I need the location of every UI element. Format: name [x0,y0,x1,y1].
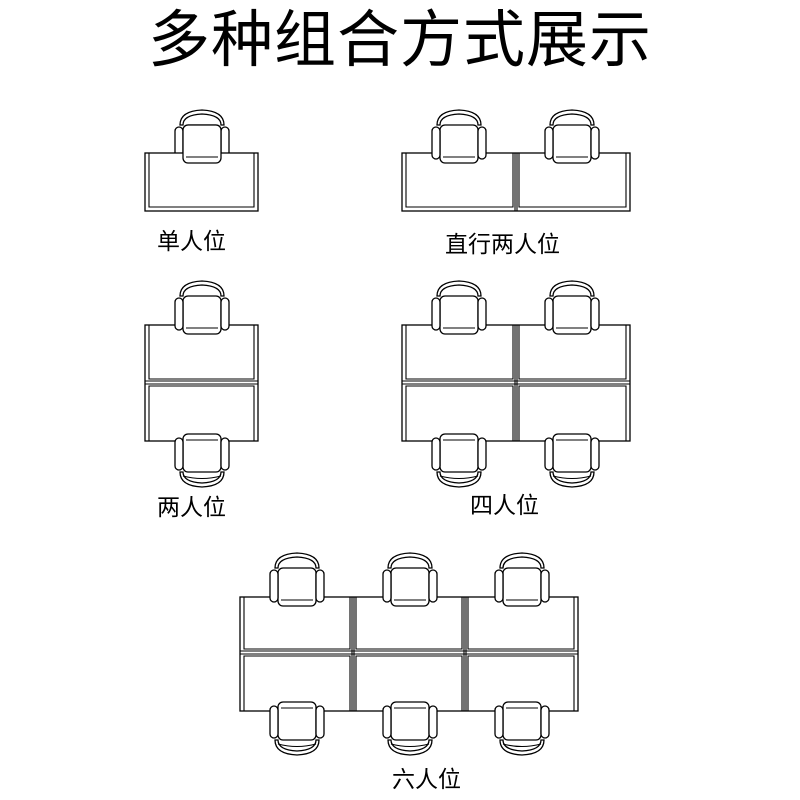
chair [431,109,487,164]
chair [174,280,230,335]
label-single: 单人位 [157,229,226,255]
page-title: 多种组合方式展示 [147,3,652,76]
chair [175,434,229,487]
label-six: 六人位 [392,767,461,793]
chair [432,434,486,487]
label-straight-two: 直行两人位 [445,232,560,258]
chair [545,434,599,487]
chair [382,552,438,607]
single-workstation [144,109,259,212]
chair [383,702,437,755]
chair [544,280,600,335]
chair [270,702,324,755]
chair [269,552,325,607]
four-workstation [401,280,631,487]
chair [495,702,549,755]
desk [144,124,259,212]
six-workstation [239,552,579,755]
chair [544,109,600,164]
chair [431,280,487,335]
label-four: 四人位 [470,493,539,519]
two-workstation [144,280,259,487]
label-two: 两人位 [157,495,226,521]
chair [494,552,550,607]
straight-two-workstation [401,109,631,212]
